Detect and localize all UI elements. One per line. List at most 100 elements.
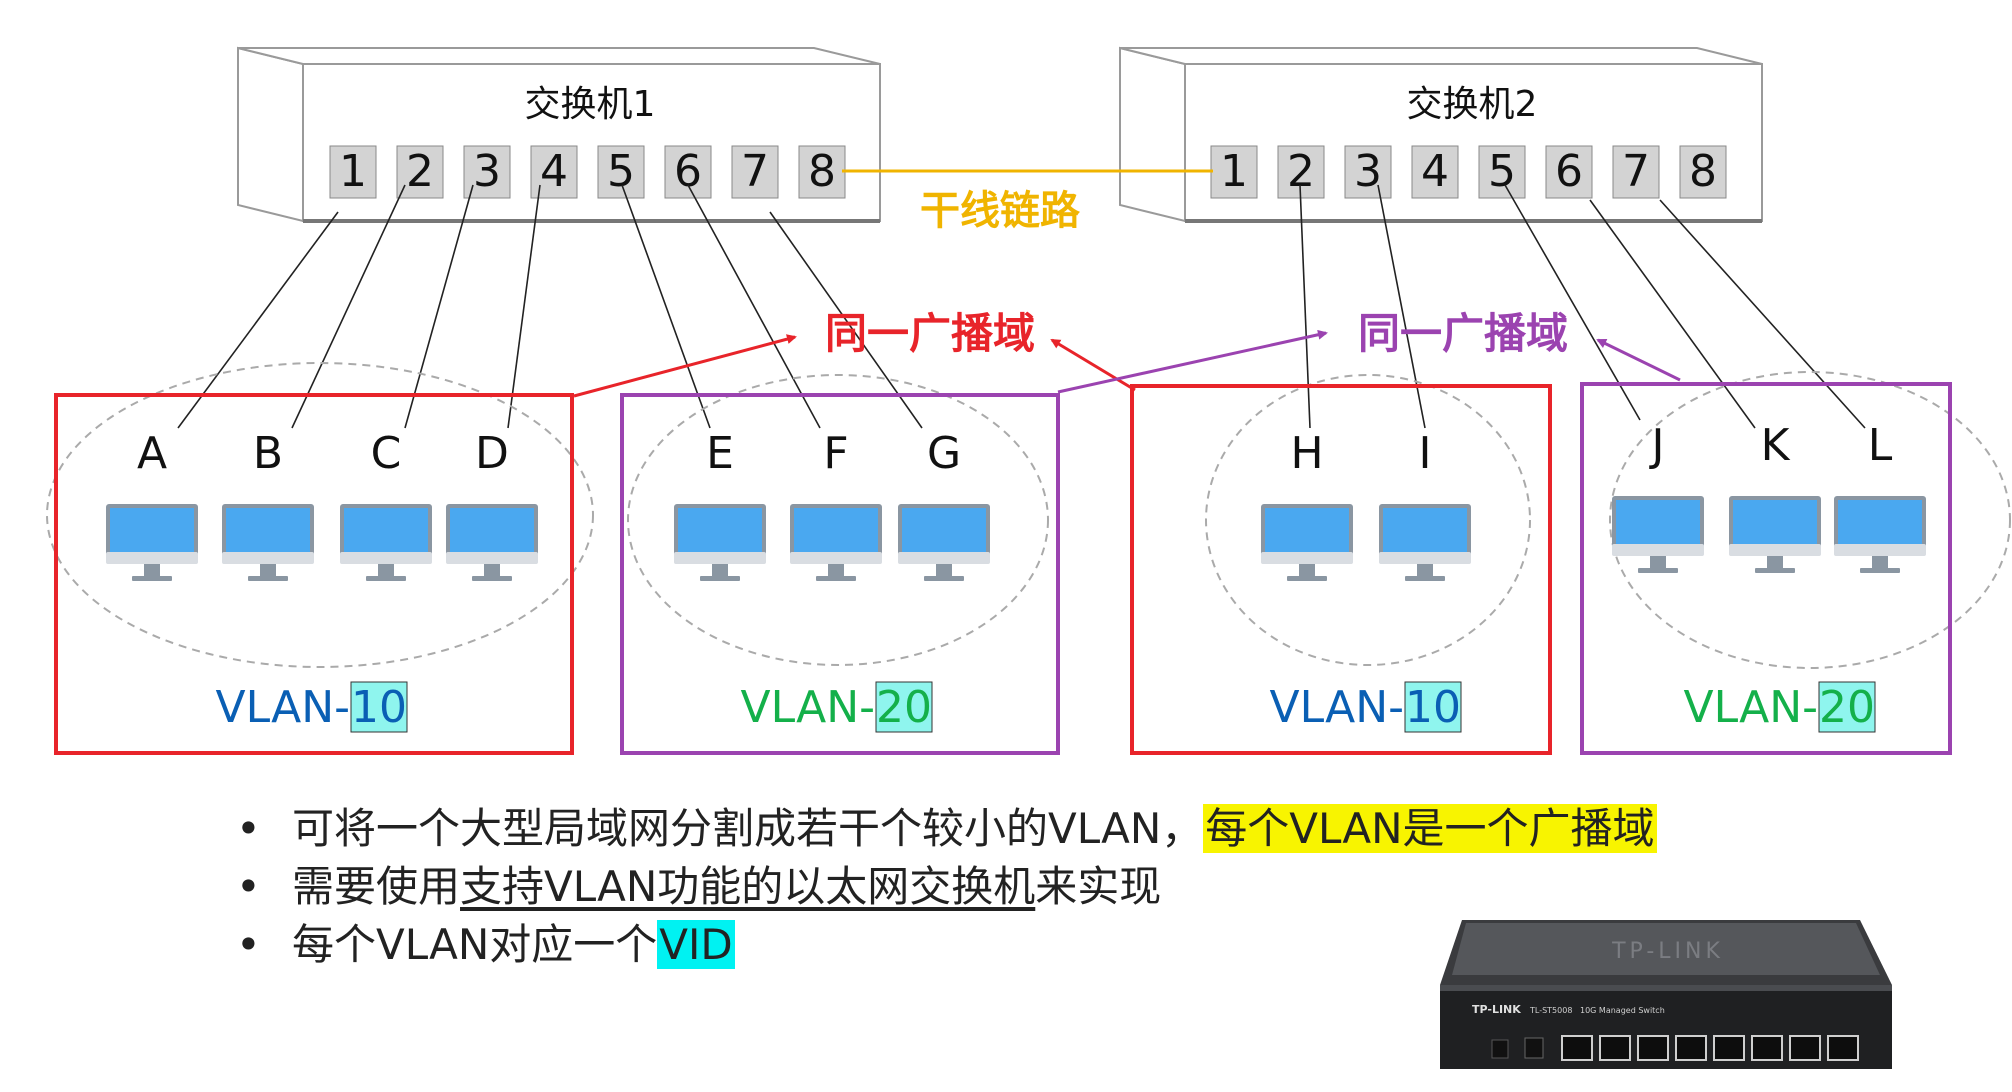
host-K: K: [1729, 420, 1821, 573]
vlan-label-1-prefix: VLAN-: [215, 682, 350, 733]
switch-2-port-5: 5: [1488, 146, 1516, 197]
bullet-item-3: • 每个VLAN对应一个VID: [232, 916, 1792, 974]
host-label: D: [475, 428, 509, 479]
vlan-label-4-id: 20: [1819, 682, 1875, 733]
switch-1-port-6: 6: [674, 146, 702, 197]
host-label: F: [823, 428, 848, 479]
switch-2-title: 交换机2: [1407, 84, 1538, 125]
switch-2-port-8: 8: [1689, 146, 1717, 197]
vlan-box-4: [1580, 382, 1952, 755]
broadcast-ellipses: [46, 362, 2011, 669]
computer-icon: [1261, 504, 1353, 581]
computer-icon: [898, 504, 990, 581]
host-F: F: [790, 428, 882, 581]
bullet-marker: •: [236, 920, 261, 969]
switch-2-port-box: [1411, 145, 1459, 199]
host-I: I: [1379, 428, 1471, 581]
switch-2-port-7: 7: [1622, 146, 1650, 197]
device-brand: TP-LINK: [1472, 1003, 1521, 1016]
bullet-item-2: • 需要使用支持VLAN功能的以太网交换机来实现: [232, 858, 1792, 916]
host-H: H: [1261, 428, 1353, 581]
host-E: E: [674, 428, 766, 581]
rj45-port: [1789, 1035, 1821, 1061]
switch-2-port-4: 4: [1421, 146, 1449, 197]
switch-1-port-1: 1: [339, 146, 367, 197]
switch-2-port-3: 3: [1354, 146, 1382, 197]
switch-1-port-box: [664, 145, 712, 199]
vlan-label-1-id: 10: [351, 682, 407, 733]
host-C: C: [340, 428, 432, 581]
vlan-label-2: VLAN- 20: [740, 681, 933, 733]
host-label: I: [1419, 428, 1432, 479]
rj45-port: [1713, 1035, 1745, 1061]
host-label: E: [706, 428, 734, 479]
switch-1-port-7: 7: [741, 146, 769, 197]
switch-2-port-6: 6: [1555, 146, 1583, 197]
switch-2-port-2: 2: [1287, 146, 1315, 197]
host-label: G: [927, 428, 961, 479]
vlan-label-2-prefix: VLAN-: [740, 682, 875, 733]
rj45-port: [1827, 1035, 1859, 1061]
bullet-3-highlight: VID: [657, 920, 735, 969]
host-label: J: [1649, 420, 1665, 471]
switch-1-port-box: [597, 145, 645, 199]
device-ports: [1561, 1035, 1859, 1061]
switch-2-port-1: 1: [1220, 146, 1248, 197]
host-label: L: [1868, 420, 1893, 471]
bullet-marker: •: [236, 804, 261, 853]
rj45-port: [1637, 1035, 1669, 1061]
rj45-port: [1561, 1035, 1593, 1061]
computer-icon: [674, 504, 766, 581]
vlan-box-2: [620, 393, 1060, 755]
switch-2-port-box: [1210, 145, 1258, 199]
computer-icon: [106, 504, 198, 581]
bullet-2-underlined: 支持VLAN功能的以太网交换机: [460, 862, 1036, 911]
vlan-label-3-prefix: VLAN-: [1269, 682, 1404, 733]
computer-icon: [790, 504, 882, 581]
host-A: A: [106, 428, 198, 581]
vlan-box-1: [54, 393, 574, 755]
device-subtitle: 10G Managed Switch: [1580, 1006, 1665, 1015]
vlan-label-3: VLAN- 10: [1269, 681, 1462, 733]
switch-1-port-box: [731, 145, 779, 199]
bullet-item-1: • 可将一个大型局域网分割成若干个较小的VLAN，每个VLAN是一个广播域: [232, 800, 1792, 858]
rj45-port: [1751, 1035, 1783, 1061]
host-label: A: [137, 428, 167, 479]
switch-1-port-box: [798, 145, 846, 199]
host-L: L: [1834, 420, 1926, 573]
switch-1-port-box: [329, 145, 377, 199]
computer-icon: [1729, 496, 1821, 573]
vlan-label-1: VLAN- 10: [215, 681, 408, 733]
vlan-label-2-id: 20: [876, 682, 932, 733]
computer-icon: [1379, 504, 1471, 581]
host-D: D: [446, 428, 538, 581]
host-label: H: [1290, 428, 1323, 479]
bullet-2-text-end: 来实现: [1035, 862, 1162, 911]
vlan-label-4-prefix: VLAN-: [1683, 682, 1818, 733]
switch-1-port-box: [396, 145, 444, 199]
switch-1-port-3: 3: [473, 146, 501, 197]
broadcast-label-red: 同一广播域: [825, 309, 1035, 358]
vlan-label-3-id: 10: [1405, 682, 1461, 733]
switch-2-port-box: [1612, 145, 1660, 199]
switch-1-port-4: 4: [540, 146, 568, 197]
device-model: TL-ST5008: [1529, 1006, 1572, 1015]
rj45-port: [1675, 1035, 1707, 1061]
switch-2-port-box: [1478, 145, 1526, 199]
trunk-label: 干线链路: [920, 188, 1081, 234]
switch-2-port-box: [1344, 145, 1392, 199]
host-label: B: [253, 428, 283, 479]
bullet-1-highlight: 每个VLAN是一个广播域: [1203, 804, 1657, 853]
switch-2-port-box: [1277, 145, 1325, 199]
host-B: B: [222, 428, 314, 581]
computer-icon: [1612, 496, 1704, 573]
host-J: J: [1612, 420, 1704, 573]
port-to-host-links: [177, 184, 1866, 429]
bullet-list: • 可将一个大型局域网分割成若干个较小的VLAN，每个VLAN是一个广播域 • …: [232, 800, 1792, 974]
bullet-2-text: 需要使用: [292, 862, 461, 911]
computer-icon: [446, 504, 538, 581]
computer-icon: [1834, 496, 1926, 573]
